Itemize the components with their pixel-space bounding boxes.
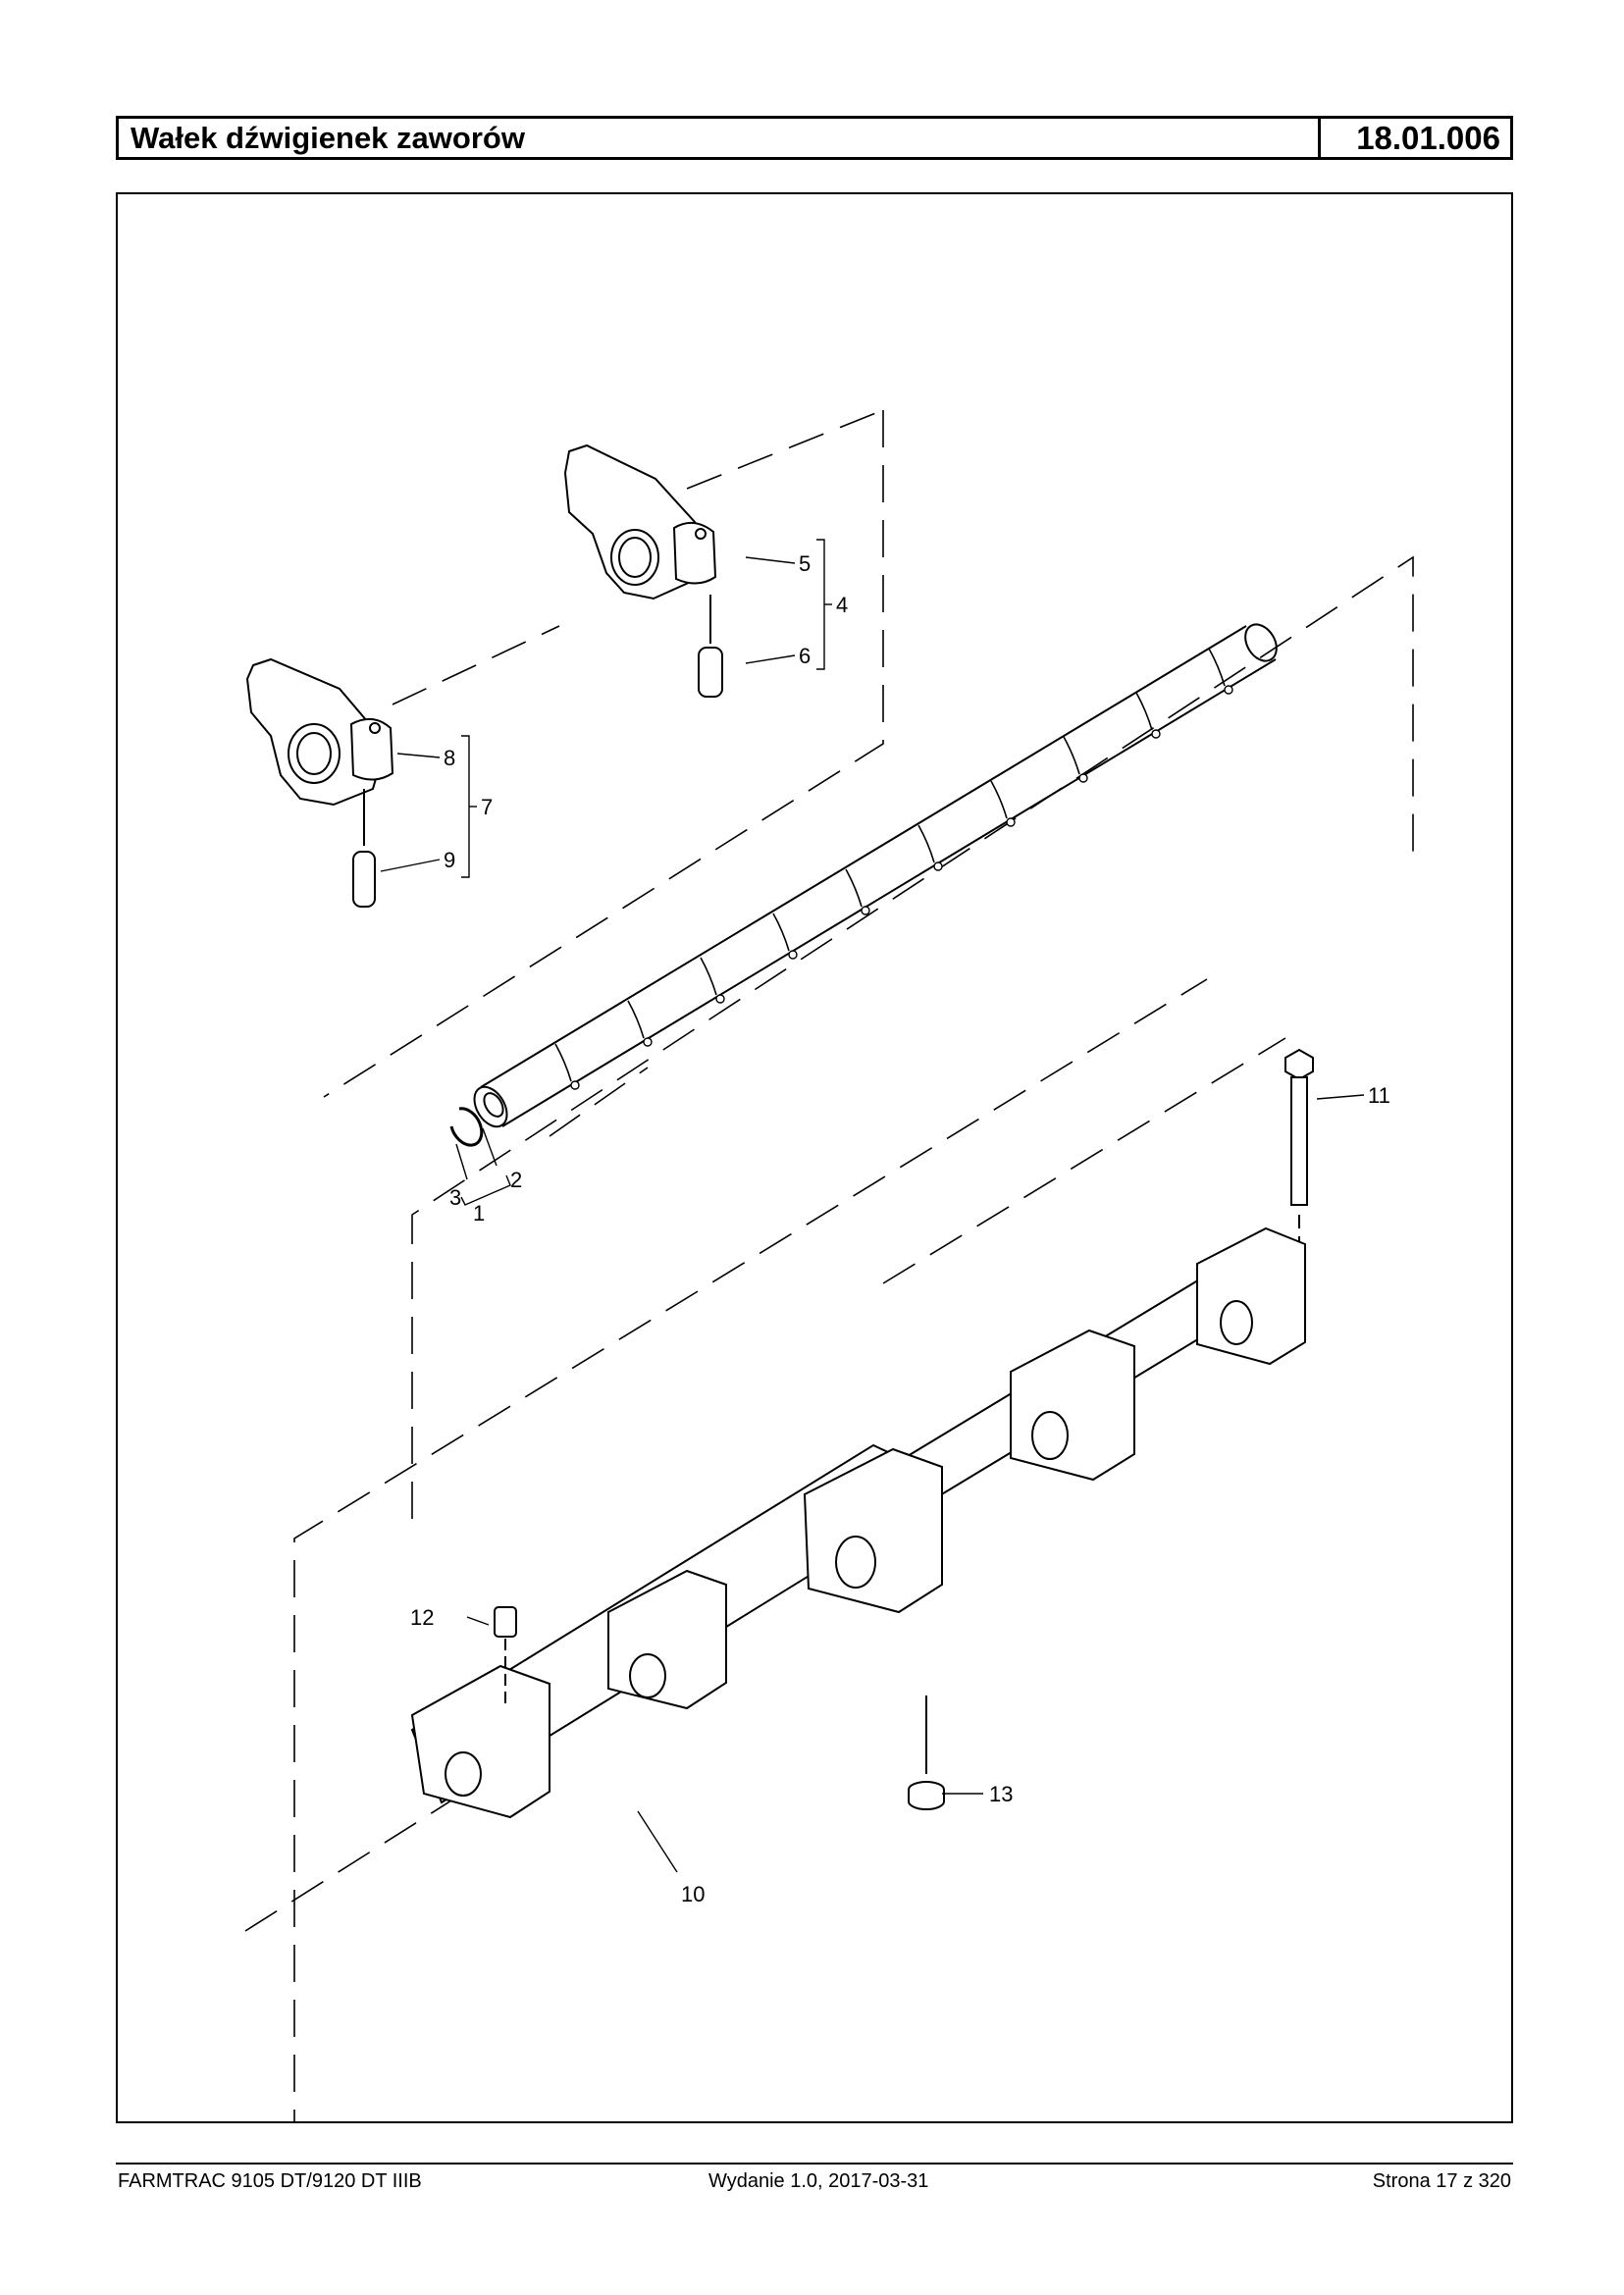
callout-10: 10 [681, 1882, 705, 1906]
exploded-view-drawing: 1 2 3 4 5 6 7 8 9 10 11 12 13 [116, 192, 1513, 2123]
cap [908, 1695, 945, 1810]
footer-edition: Wydanie 1.0, 2017-03-31 [708, 2170, 929, 2192]
dashed-guidelines [244, 409, 1414, 2121]
threaded-plug [494, 1606, 517, 1705]
callout-8: 8 [444, 746, 455, 770]
callout-12: 12 [410, 1605, 434, 1630]
adjusting-screw-upper [698, 595, 723, 698]
callout-3: 3 [449, 1185, 461, 1210]
rocker-arm-lower [245, 657, 394, 807]
footer-divider [116, 2163, 1513, 2165]
page-title: Wałek dźwigienek zaworów [131, 121, 525, 155]
callout-5: 5 [799, 551, 811, 576]
leader-lines [380, 539, 1365, 1873]
callout-1: 1 [473, 1201, 485, 1226]
callout-6: 6 [799, 644, 811, 668]
bolt [1284, 1048, 1314, 1293]
callout-7: 7 [481, 795, 493, 819]
rocker-shaft [473, 623, 1278, 1128]
callout-9: 9 [444, 848, 455, 872]
rocker-arm-upper [563, 443, 717, 600]
footer-model: FARMTRAC 9105 DT/9120 DT IIIB [118, 2170, 422, 2192]
callout-4: 4 [836, 593, 848, 617]
footer-page-number: Strona 17 z 320 [1372, 2170, 1511, 2192]
parts-diagram: 1 2 3 4 5 6 7 8 9 10 11 12 13 [244, 409, 1414, 2121]
page-header: Wałek dźwigienek zaworów 18.01.006 [116, 116, 1513, 160]
adjusting-screw-lower [352, 789, 376, 908]
callout-2: 2 [510, 1168, 522, 1192]
callout-11: 11 [1368, 1083, 1390, 1108]
callout-labels: 1 2 3 4 5 6 7 8 9 10 11 12 13 [410, 551, 1390, 1906]
circlip [449, 1107, 484, 1147]
callout-13: 13 [989, 1782, 1013, 1806]
section-code: 18.01.006 [1318, 119, 1510, 157]
rocker-shaft-bracket [410, 1226, 1306, 1819]
